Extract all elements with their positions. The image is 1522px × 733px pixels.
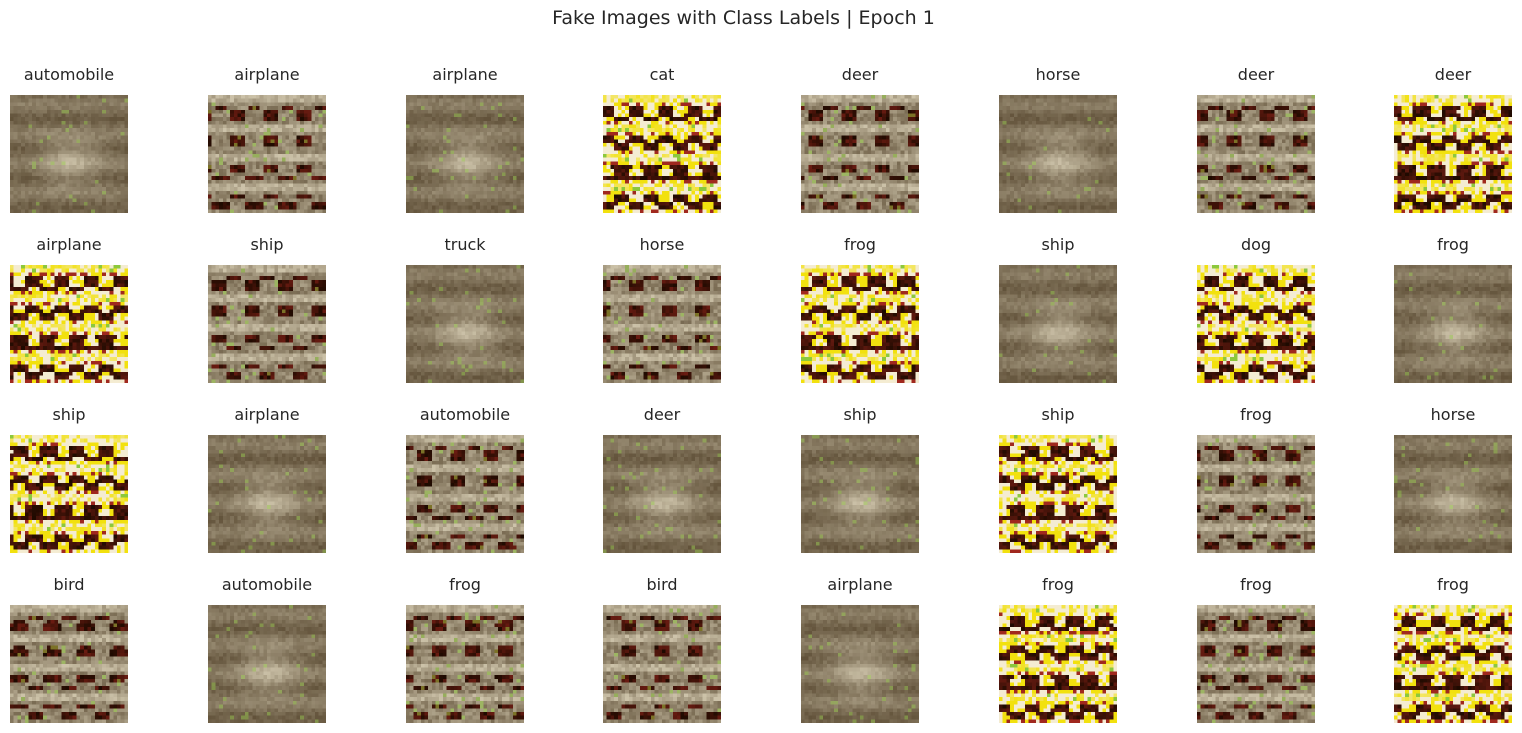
class-label: horse: [639, 235, 685, 254]
generated-image: [208, 605, 326, 723]
class-label: ship: [843, 405, 877, 424]
class-label: frog: [844, 235, 876, 254]
generated-image: [1197, 605, 1315, 723]
class-label: airplane: [234, 65, 300, 84]
class-label: horse: [1430, 405, 1476, 424]
generated-image: [406, 605, 524, 723]
class-label: automobile: [23, 65, 115, 84]
generated-image: [406, 95, 524, 213]
class-label: deer: [1237, 65, 1275, 84]
class-label: ship: [250, 235, 284, 254]
class-label: frog: [1240, 405, 1272, 424]
class-label: deer: [643, 405, 681, 424]
class-label: deer: [841, 65, 879, 84]
generated-image: [406, 435, 524, 553]
class-label: airplane: [234, 405, 300, 424]
generated-image: [603, 435, 721, 553]
generated-image: [999, 265, 1117, 383]
class-label: bird: [646, 575, 678, 594]
generated-image: [801, 435, 919, 553]
class-label: frog: [1042, 575, 1074, 594]
generated-image: [1197, 265, 1315, 383]
class-label: ship: [52, 405, 86, 424]
class-label: automobile: [221, 575, 313, 594]
generated-image: [603, 95, 721, 213]
generated-image: [801, 95, 919, 213]
class-label: frog: [449, 575, 481, 594]
generated-image: [10, 605, 128, 723]
class-label: airplane: [432, 65, 498, 84]
generated-image: [208, 435, 326, 553]
class-label: deer: [1434, 65, 1472, 84]
class-label: horse: [1035, 65, 1081, 84]
class-label: automobile: [419, 405, 511, 424]
class-label: airplane: [827, 575, 893, 594]
generated-image: [801, 265, 919, 383]
generated-image: [10, 435, 128, 553]
class-label: truck: [444, 235, 486, 254]
generated-image: [1394, 265, 1512, 383]
generated-image: [999, 605, 1117, 723]
generated-image: [603, 605, 721, 723]
generated-image: [1394, 435, 1512, 553]
class-label: ship: [1041, 235, 1075, 254]
class-label: cat: [649, 65, 675, 84]
generated-image: [208, 95, 326, 213]
generated-image: [10, 265, 128, 383]
generated-image: [208, 265, 326, 383]
class-label: airplane: [36, 235, 102, 254]
generated-image: [999, 435, 1117, 553]
figure-title: Fake Images with Class Labels | Epoch 1: [552, 7, 935, 29]
class-label: frog: [1437, 235, 1469, 254]
generated-image: [603, 265, 721, 383]
generated-image: [999, 95, 1117, 213]
class-label: dog: [1240, 235, 1272, 254]
class-label: bird: [53, 575, 85, 594]
generated-image: [1394, 605, 1512, 723]
class-label: frog: [1240, 575, 1272, 594]
generated-image: [1394, 95, 1512, 213]
class-label: frog: [1437, 575, 1469, 594]
generated-image: [10, 95, 128, 213]
class-label: ship: [1041, 405, 1075, 424]
generated-image: [1197, 435, 1315, 553]
generated-image: [1197, 95, 1315, 213]
generated-image: [801, 605, 919, 723]
generated-image: [406, 265, 524, 383]
